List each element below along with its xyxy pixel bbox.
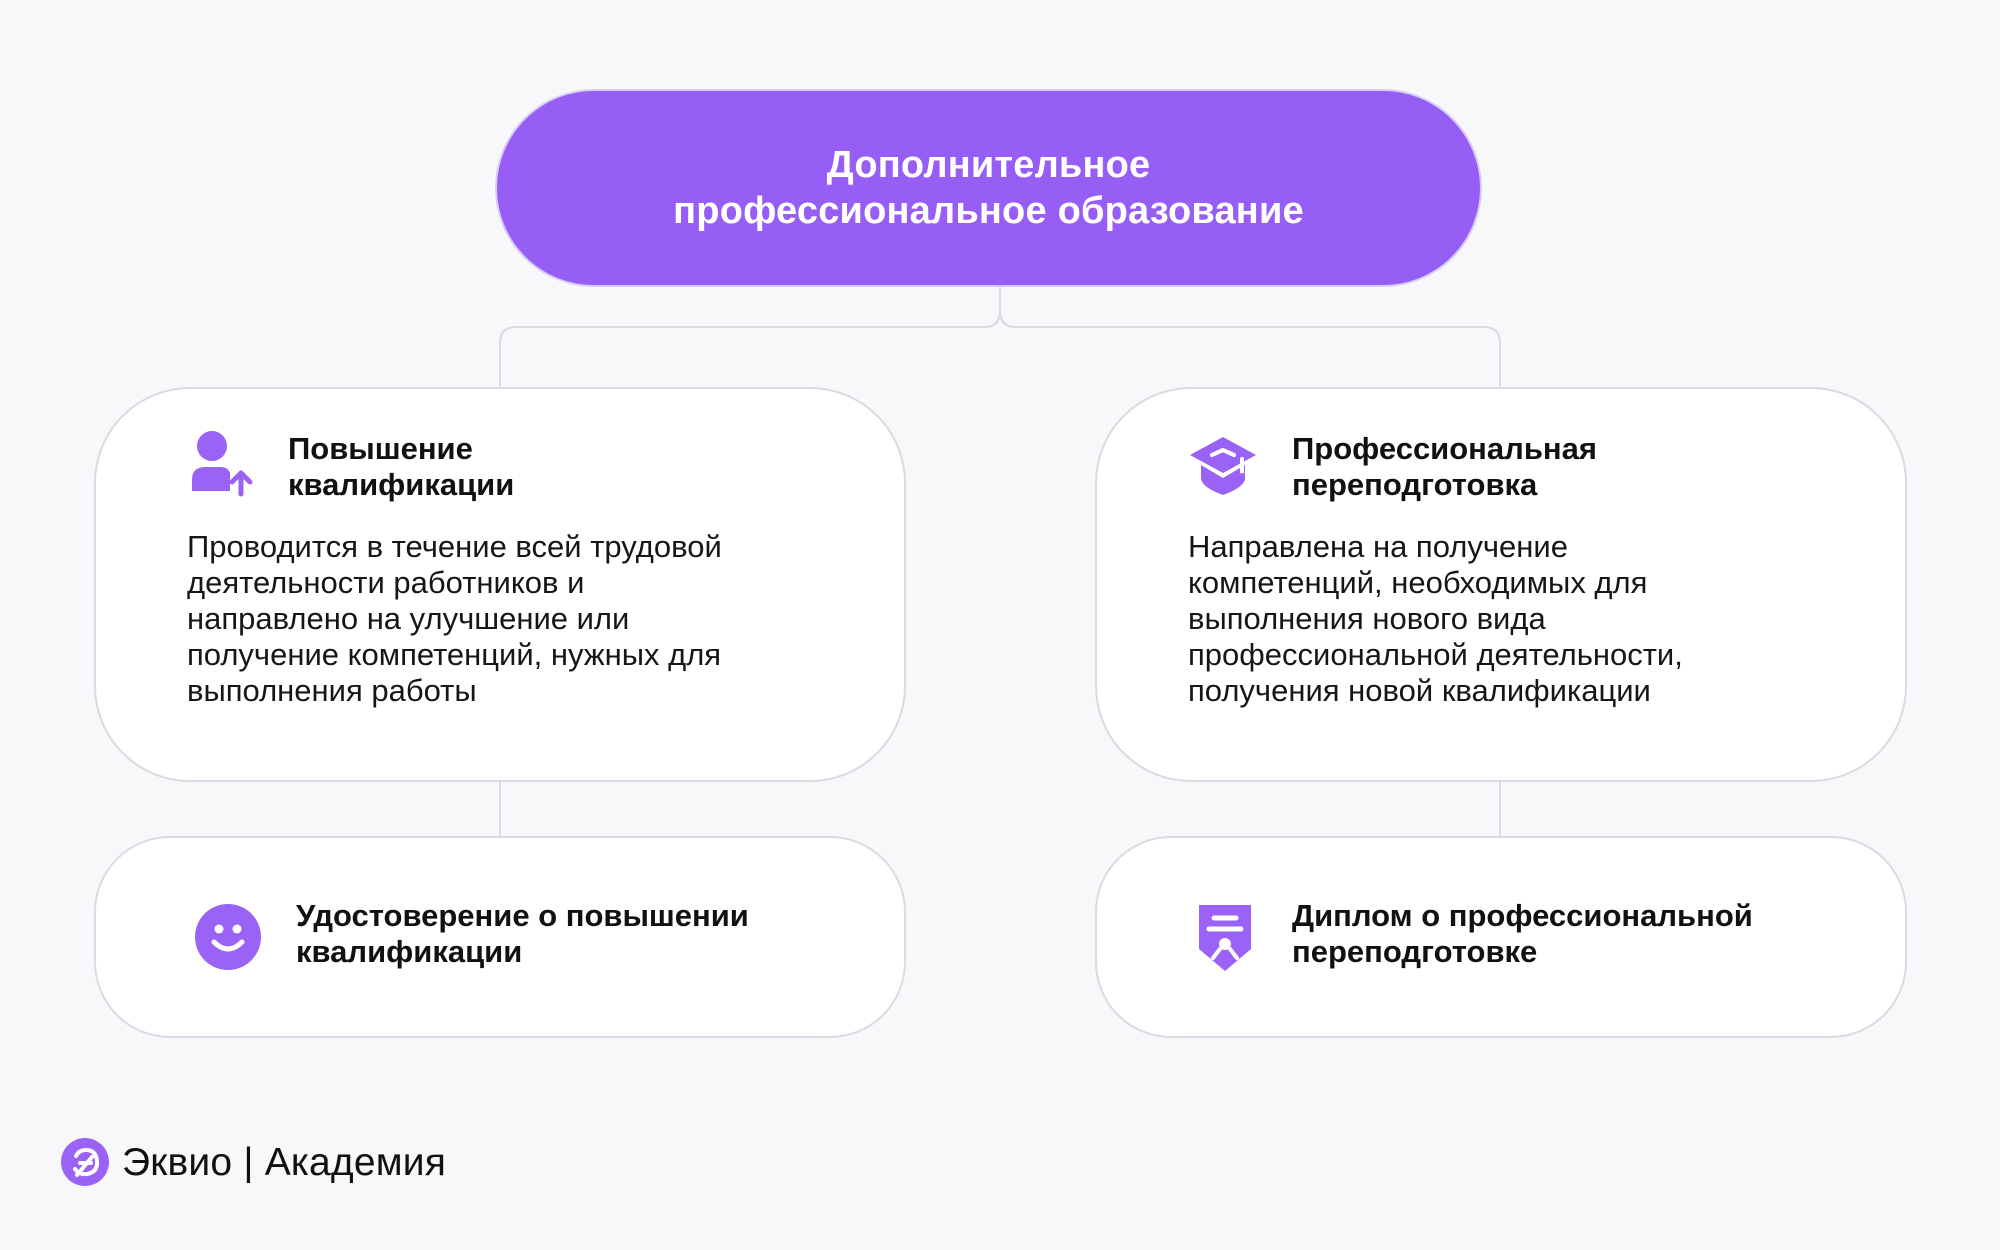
branch-description: Проводится в течение всей трудовой деяте… [187, 529, 722, 708]
result-title: Диплом о профессиональной переподготовке [1292, 898, 1753, 969]
smile-icon [192, 901, 264, 973]
branch-description: Направлена на получение компетенций, нео… [1188, 529, 1683, 708]
root-to-right-connector [999, 287, 1501, 387]
graduation-cap-icon [1187, 431, 1259, 503]
result-title: Удостоверение о повышении квалификации [296, 898, 749, 969]
root-node: Дополнительное профессиональное образова… [495, 89, 1482, 287]
branch-card-qualification-upgrade: Повышение квалификации Проводится в тече… [94, 387, 906, 782]
brand-name: Эквио | Академия [122, 1141, 447, 1184]
result-card-certificate: Удостоверение о повышении квалификации [94, 836, 906, 1038]
brand-logo-icon [61, 1138, 109, 1186]
branch-title: Повышение квалификации [288, 431, 515, 502]
branch-title: Профессиональная переподготовка [1292, 431, 1597, 502]
branch-card-professional-retraining: Профессиональная переподготовка Направле… [1095, 387, 1907, 782]
diploma-icon [1189, 901, 1261, 973]
root-title: Дополнительное профессиональное образова… [673, 144, 1304, 232]
root-to-left-connector [499, 287, 1001, 387]
user-upgrade-icon [188, 431, 260, 503]
result-card-diploma: Диплом о профессиональной переподготовке [1095, 836, 1907, 1038]
